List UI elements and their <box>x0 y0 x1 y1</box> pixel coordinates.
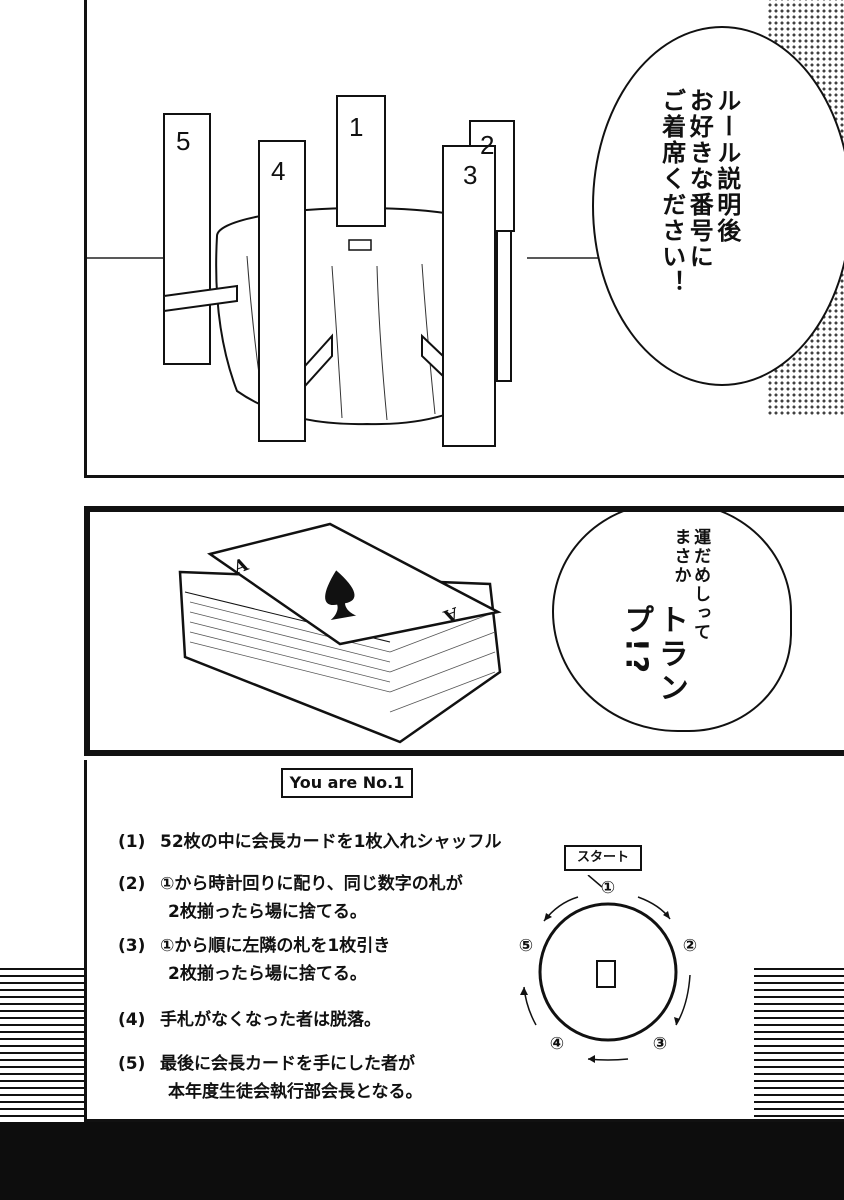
rule-2-line-2: 2枚揃ったら場に捨てる。 <box>168 902 367 922</box>
rule-2: (2) ①から時計回りに配り、同じ数字の札が 2枚揃ったら場に捨てる。 <box>118 870 463 926</box>
panel-cards: A A 運だめしって まさか トランプ!? <box>84 506 844 756</box>
seat-5-label: ⑤ <box>518 936 534 956</box>
left-black-corner <box>0 1122 84 1200</box>
chair-number-1: 1 <box>349 112 364 142</box>
rule-3-line-1: ①から順に左隣の札を1枚引き <box>160 936 391 956</box>
rule-2-number: (2) <box>118 874 146 894</box>
speedlines-right <box>754 968 844 1118</box>
rule-1-number: (1) <box>118 832 146 852</box>
chair-number-3: 3 <box>463 160 478 190</box>
deck-illustration <box>178 522 502 744</box>
rule-5: (5) 最後に会長カードを手にした者が 本年度生徒会執行部会長となる。 <box>118 1050 423 1106</box>
rule-5-number: (5) <box>118 1054 146 1074</box>
rule-3: (3) ①から順に左隣の札を1枚引き 2枚揃ったら場に捨てる。 <box>118 932 390 988</box>
chair-number-4: 4 <box>271 156 286 186</box>
speech-bubble-rules <box>592 26 844 386</box>
rule-1: (1) 52枚の中に会長カードを1枚入れシャッフル <box>118 828 502 856</box>
rule-4: (4) 手札がなくなった者は脱落。 <box>118 1006 381 1034</box>
speech-line-luck: 運だめしって <box>690 528 711 642</box>
speech-line-masaka: まさか <box>670 528 691 585</box>
seat-3-label: ③ <box>652 1034 668 1054</box>
speech-line-1: ルール説明後 <box>712 88 741 244</box>
round-table-illustration <box>87 95 647 447</box>
rule-5-line-2: 本年度生徒会執行部会長となる。 <box>168 1082 423 1102</box>
seat-2-label: ② <box>682 936 698 956</box>
seat-1-label: ① <box>600 878 616 898</box>
rule-3-number: (3) <box>118 936 146 956</box>
panel-rules <box>84 760 844 1122</box>
chair-number-5: 5 <box>176 126 191 156</box>
speech-text-small: 運だめしって まさか <box>670 528 711 648</box>
center-card-icon <box>596 960 616 988</box>
speedlines-left <box>0 968 84 1118</box>
you-are-label: You are No.1 <box>281 768 413 798</box>
seat-4-label: ④ <box>549 1034 565 1054</box>
seating-circle-diagram <box>520 875 691 1063</box>
rule-2-line-1: ①から時計回りに配り、同じ数字の札が <box>160 874 463 894</box>
speech-text-big: トランプ!? <box>618 604 689 706</box>
speech-line-3: ご着席ください！ <box>657 88 686 296</box>
chair-number-2: 2 <box>480 130 495 160</box>
rule-1-line-1: 52枚の中に会長カードを1枚入れシャッフル <box>160 832 502 852</box>
rule-4-number: (4) <box>118 1010 146 1030</box>
rule-5-line-1: 最後に会長カードを手にした者が <box>160 1054 415 1074</box>
speech-text-rules: ルール説明後 お好きな番号に ご着席ください！ <box>657 88 741 348</box>
panel-round-table: 1 2 3 4 5 ルール説明後 お好きな番号に ご着席ください！ <box>84 0 844 478</box>
rule-4-line-1: 手札がなくなった者は脱落。 <box>160 1010 381 1030</box>
speech-line-2: お好きな番号に <box>685 88 714 270</box>
start-label: スタート <box>564 845 642 871</box>
rule-3-line-2: 2枚揃ったら場に捨てる。 <box>168 964 367 984</box>
speech-bubble-cards <box>552 512 792 732</box>
bottom-black-band <box>0 1122 844 1200</box>
